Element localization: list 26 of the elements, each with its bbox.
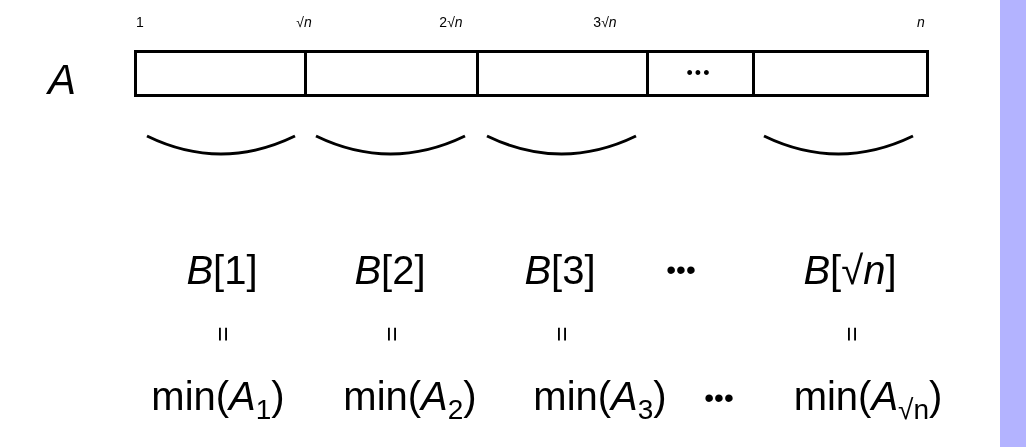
array-name: A [48, 59, 76, 101]
min-expression: min(A$_{2}$) [343, 376, 477, 424]
equals-sign: = [211, 326, 237, 342]
min-expression: min(A$_{3}$) [533, 376, 667, 424]
array-cell [304, 50, 479, 97]
ellipsis: ••• [666, 256, 696, 284]
equals-sign: = [380, 326, 406, 342]
array-cell [752, 50, 929, 97]
array-cell [476, 50, 649, 97]
block-minimum-label: B[1] [186, 250, 258, 290]
equals-sign: = [550, 326, 576, 342]
min-expression: min(A$_{1}$) [151, 376, 285, 424]
index-label: 3√n [593, 15, 617, 29]
min-expression: min(A$_{√n}$) [793, 376, 943, 424]
equals-sign: = [840, 326, 866, 342]
index-label: 2√n [439, 15, 463, 29]
index-label: n [917, 15, 925, 29]
block-minimum-label: B[√n] [803, 250, 897, 290]
index-label: 1 [136, 15, 144, 29]
array-cell [134, 50, 307, 97]
block-minimum-label: B[3] [524, 250, 596, 290]
array-cell: ••• [646, 50, 755, 97]
block-minimum-label: B[2] [354, 250, 426, 290]
ellipsis: ••• [704, 384, 734, 412]
index-label: √n [296, 15, 312, 29]
side-band [1000, 0, 1026, 447]
